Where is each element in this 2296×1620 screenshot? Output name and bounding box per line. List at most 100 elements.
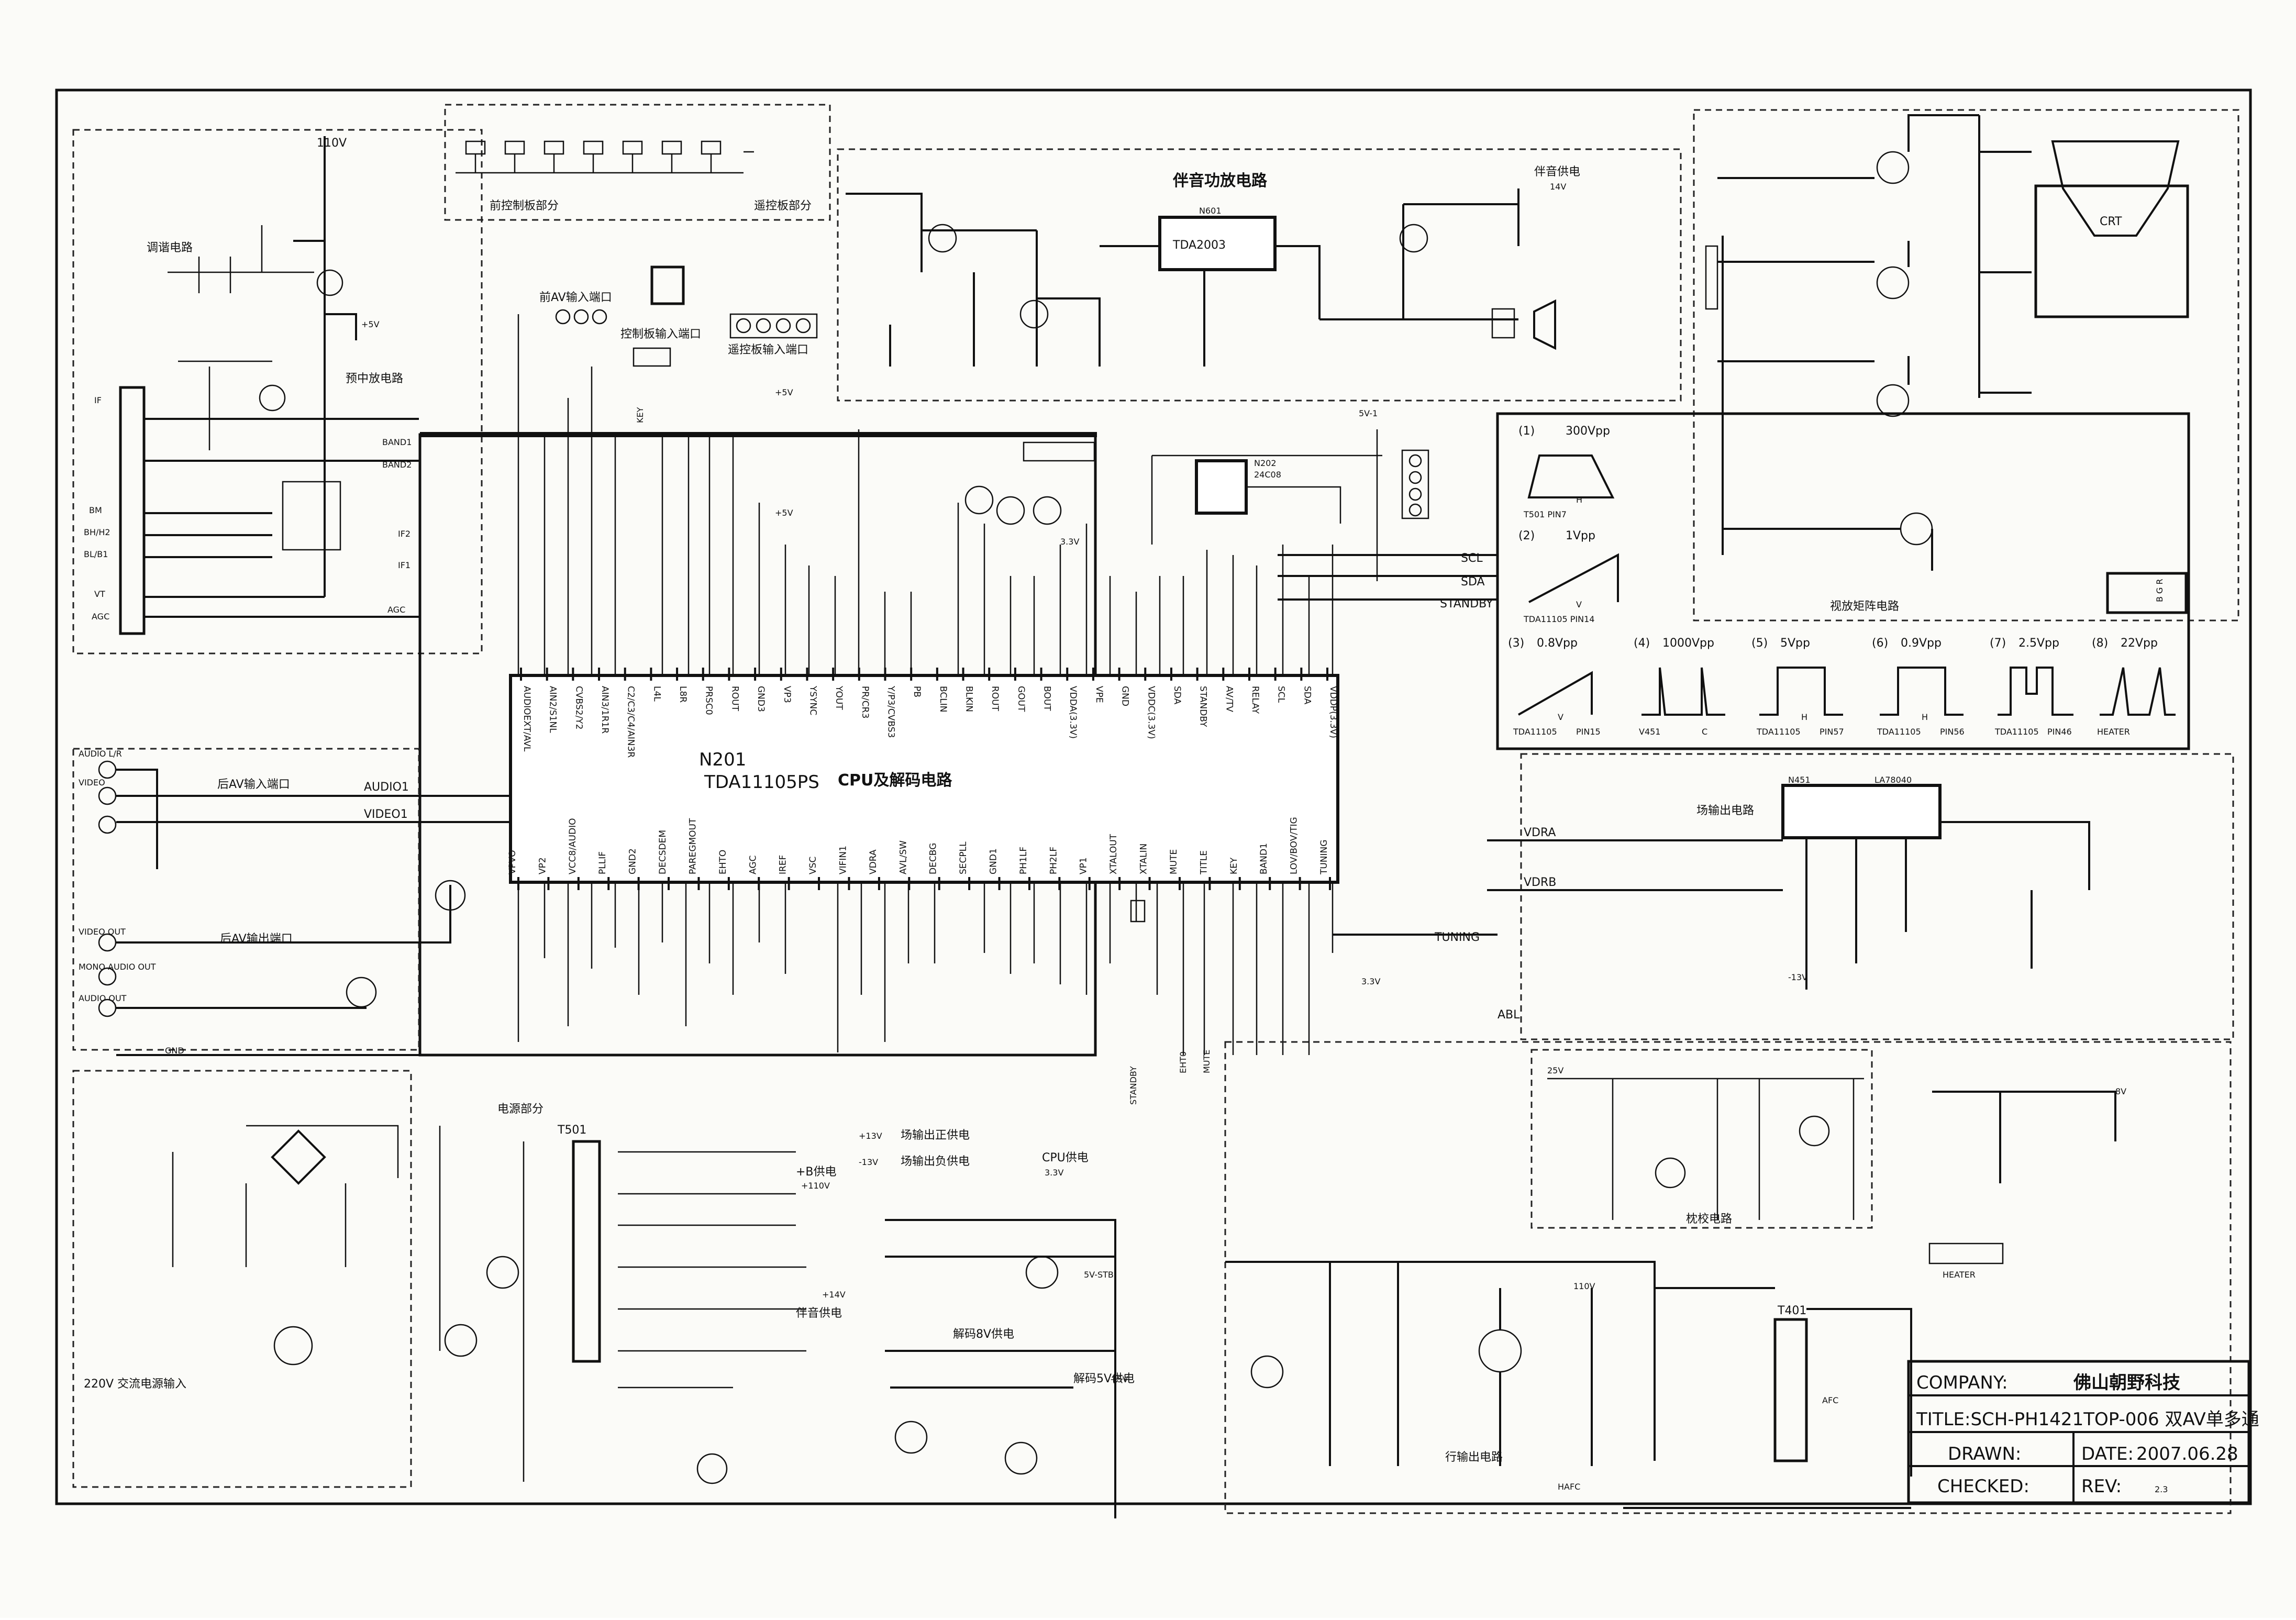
waveform-amplitude: 22Vpp xyxy=(2121,637,2158,650)
transistor-v203b xyxy=(346,977,377,1008)
waveform-period-letter: V xyxy=(1576,600,1582,609)
title-checked-label: CHECKED: xyxy=(1937,1476,2029,1497)
ic-bottom-pin: XTALOUT xyxy=(1108,834,1121,890)
rgb-connector-xs01 xyxy=(1023,441,1095,462)
transistor-v602 xyxy=(928,224,957,253)
ic-top-pin: GND xyxy=(1118,668,1130,706)
decode-5v-label: 解码5V供电 xyxy=(1073,1372,1135,1385)
title-date-value: 2007.06.28 xyxy=(2136,1444,2238,1464)
waveform-pin: PIN46 xyxy=(2047,727,2072,737)
cpu-decoder-label: CPU及解码电路 xyxy=(838,771,952,790)
net-eht0: EHT0 xyxy=(1178,1051,1188,1073)
mains-input-label: 220V 交流电源输入 xyxy=(84,1378,186,1391)
rear-av-out-label: 后AV输出端口 xyxy=(220,933,293,946)
ic-pin-label: VP2 xyxy=(537,857,548,874)
ic-pin-label: C2/C3/C4/AIN3R xyxy=(626,686,636,758)
ic-pin-label: AGC xyxy=(748,856,758,874)
transistor-v521 xyxy=(444,1324,478,1357)
net-plus5-decode: +5V xyxy=(1110,1374,1128,1384)
ic-top-pin: RELAY xyxy=(1248,668,1260,714)
net-8v: 8V xyxy=(2115,1086,2126,1096)
ic-pin-label: VPVO xyxy=(507,850,518,874)
waveform-amplitude: 1000Vpp xyxy=(1662,637,1714,650)
transistor-v202 xyxy=(964,485,994,515)
waveform-amplitude: 1Vpp xyxy=(1566,529,1595,542)
transistor-v911 xyxy=(1876,266,1910,299)
title-date-label: DATE: xyxy=(2081,1444,2134,1464)
waveform-label: TDA11105 xyxy=(1877,727,1921,737)
bridge-rectifier xyxy=(271,1129,326,1185)
waveform-panel xyxy=(1496,412,2190,750)
title-company-value: 佛山朝野科技 xyxy=(2073,1372,2180,1393)
ic-bottom-pin: PLLIF xyxy=(597,851,610,890)
ic-pin-label: GND xyxy=(1120,686,1130,706)
crt-label: CRT xyxy=(2100,215,2122,228)
net-heater: HEATER xyxy=(1943,1270,1976,1280)
remote-board-port-label: 遥控板输入端口 xyxy=(728,343,808,357)
ic-pin-label: VPE xyxy=(1094,686,1104,703)
line-out-label: 行输出电路 xyxy=(1445,1451,1503,1464)
ic-pin-label: MUTE xyxy=(1169,849,1179,874)
ic-bottom-pin: PAREGMOUT xyxy=(687,818,700,890)
ic-top-pin: PRSC0 xyxy=(702,668,714,715)
audio-chip-part: TDA2003 xyxy=(1172,239,1226,252)
ic-pin-label: VCC8/AUDIO xyxy=(568,818,578,874)
ic-bottom-pin: BAND1 xyxy=(1259,843,1271,890)
net-abl: ABL xyxy=(1498,1008,1520,1022)
if-circuit-label: 预中放电路 xyxy=(346,372,403,385)
tuner-pin-if: IF xyxy=(94,395,102,405)
ic-pin-label: VDDC(3.3V) xyxy=(1146,686,1156,739)
waveform-period-letter: H xyxy=(1576,495,1582,505)
title-rev-label: REV: xyxy=(2081,1476,2122,1497)
eeprom-chip xyxy=(1195,459,1248,515)
transistor-v311 xyxy=(1799,1115,1830,1147)
ic-bottom-pin: VIFIN1 xyxy=(838,846,850,890)
ic-pin-label: AIN2/S1NL xyxy=(548,686,558,733)
t401-label: T401 xyxy=(1777,1304,1806,1317)
field-pos-supply-label: 场输出正供电 xyxy=(901,1129,970,1142)
ic-pin-label: AUDIOEXT/AVL xyxy=(522,686,532,752)
transistor-v401 xyxy=(1250,1355,1284,1389)
ic-pin-label: SCL xyxy=(1276,686,1286,703)
rear-av-in-label: 后AV输入端口 xyxy=(217,778,290,791)
ic-bottom-pin: PH2LF xyxy=(1048,847,1061,890)
front-panel-label: 前控制板部分 xyxy=(490,199,559,213)
tuner-pin-bh: BH/H2 xyxy=(84,527,110,537)
ic-pin-label: ROUT xyxy=(990,686,1000,712)
crt-socket-connector xyxy=(2106,572,2188,614)
power-box xyxy=(72,1070,412,1488)
ic-top-pin: VDDA(3.3V) xyxy=(1066,668,1078,739)
transistor-v301 xyxy=(1655,1157,1686,1189)
line-out-box xyxy=(1224,1041,2232,1514)
ic-top-pin: GOUT xyxy=(1014,668,1026,712)
net-bgr: B G R xyxy=(2155,579,2165,602)
net-minus13: -13V xyxy=(859,1157,878,1167)
front-av-port-label: 前AV输入端口 xyxy=(539,291,612,304)
pincushion-label: 枕校电路 xyxy=(1686,1213,1732,1226)
net-plus5-main: +5V xyxy=(775,508,793,518)
ic-pin-label: GND1 xyxy=(989,848,999,874)
transistor-v582 xyxy=(1004,1441,1038,1475)
waveform-pin: PIN57 xyxy=(1820,727,1844,737)
ic-pin-label: XTALOUT xyxy=(1108,834,1119,874)
title-title-label: TITLE:SCH-PH1421TOP-006 双AV单多通 xyxy=(1916,1409,2259,1430)
eeprom-part: 24C08 xyxy=(1254,470,1281,480)
ic-pin-label: AIN3/1R1R xyxy=(600,686,610,734)
ic-pin-label: VP1 xyxy=(1079,857,1089,874)
eeprom-ref: N202 xyxy=(1254,458,1277,468)
waveform-number: (8) xyxy=(2092,637,2108,650)
ic-top-pin: L4L xyxy=(650,668,662,702)
waveform-amplitude: 0.8Vpp xyxy=(1537,637,1578,650)
net-3v3-a: 3.3V xyxy=(1060,537,1079,547)
net-mute: MUTE xyxy=(1202,1050,1212,1073)
power-section-label: 电源部分 xyxy=(497,1103,544,1116)
ic-bottom-pin: XTALIN xyxy=(1139,844,1151,890)
ic-pin-label: BAND1 xyxy=(1259,843,1269,874)
front-av-jacks xyxy=(555,309,607,325)
net-110v-line: 110V xyxy=(1573,1281,1595,1291)
audio-chip-ref: N601 xyxy=(1199,206,1222,216)
